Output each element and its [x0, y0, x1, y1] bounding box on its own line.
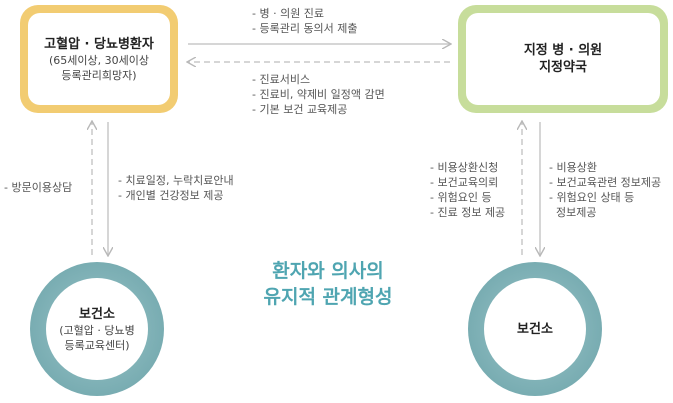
patient-sub-1: (65세이상, 30세이상	[49, 53, 149, 67]
health-center-left-sub-2: 등록교육센터)	[64, 338, 130, 352]
hospital-box: 지정 병 · 의원 지정약국	[458, 5, 668, 113]
top-arrow-labels: - 병 · 의원 진료 - 등록관리 동의서 제출	[252, 6, 358, 36]
mid-arrow-label: - 진료비, 약제비 일정액 감면	[252, 88, 385, 101]
patient-sub-2: 등록관리희망자)	[61, 68, 137, 82]
left-outer-label: - 방문이용상담	[4, 181, 73, 194]
hospital-title-1: 지정 병 · 의원	[523, 43, 603, 58]
center-slogan-line-1: 환자와 의사의	[272, 260, 384, 282]
top-arrow-label: - 등록관리 동의서 제출	[252, 22, 358, 35]
left-inner-label: - 치료일정, 누락치료안내	[118, 174, 234, 187]
center-slogan: 환자와 의사의 유지적 관계형성	[238, 258, 418, 310]
right-outer-labels: - 비용상환 - 보건교육관련 정보제공 - 위험요인 상태 등 정보제공	[549, 160, 661, 220]
hospital-title-2: 지정약국	[539, 60, 587, 75]
health-center-right-title: 보건소	[517, 321, 553, 337]
mid-arrow-label: - 진료서비스	[252, 73, 311, 86]
left-inner-label: - 개인별 건강정보 제공	[118, 189, 224, 202]
mid-arrow-label: - 기본 보건 교육제공	[252, 103, 348, 116]
left-outer-labels: - 방문이용상담	[4, 180, 72, 195]
top-arrow-label: - 병 · 의원 진료	[252, 7, 325, 20]
health-center-left: 보건소 (고혈압 · 당뇨병 등록교육센터)	[30, 262, 164, 396]
left-inner-labels: - 치료일정, 누락치료안내 - 개인별 건강정보 제공	[118, 173, 234, 203]
patient-title: 고혈압 · 당뇨병환자	[44, 36, 154, 52]
right-inner-labels: - 비용상환신청 - 보건교육의뢰 - 위험요인 등 - 진료 정보 제공	[430, 160, 505, 220]
right-outer-label: - 보건교육관련 정보제공	[549, 176, 662, 189]
health-center-left-sub-1: (고혈압 · 당뇨병	[59, 323, 135, 337]
right-outer-label: 정보제공	[549, 206, 597, 219]
mid-arrow-labels: - 진료서비스 - 진료비, 약제비 일정액 감면 - 기본 보건 교육제공	[252, 72, 385, 117]
patient-box: 고혈압 · 당뇨병환자 (65세이상, 30세이상 등록관리희망자)	[20, 5, 178, 113]
health-center-left-title: 보건소	[79, 306, 115, 322]
right-inner-label: - 보건교육의뢰	[430, 176, 499, 189]
right-inner-label: - 비용상환신청	[430, 161, 499, 174]
right-inner-label: - 진료 정보 제공	[430, 206, 506, 219]
center-slogan-line-2: 유지적 관계형성	[263, 286, 393, 308]
health-center-right: 보건소	[468, 262, 602, 396]
right-outer-label: - 비용상환	[549, 161, 597, 174]
right-inner-label: - 위험요인 등	[430, 191, 492, 204]
right-outer-label: - 위험요인 상태 등	[549, 191, 635, 204]
